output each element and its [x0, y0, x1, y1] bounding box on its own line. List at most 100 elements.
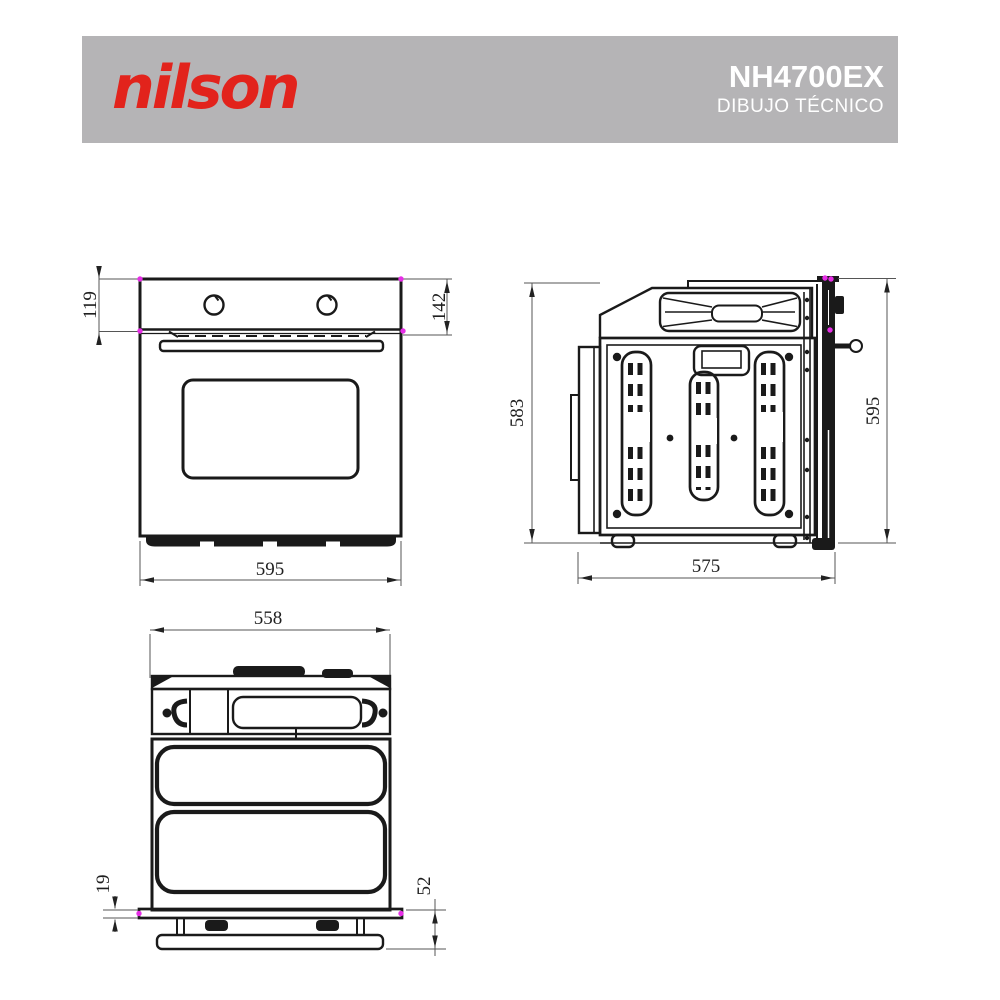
rivet-icon [804, 467, 810, 473]
dim-label: 583 [507, 399, 528, 428]
side-foot [772, 533, 798, 549]
snap-marker [398, 276, 404, 282]
side-knob [835, 296, 844, 314]
title-bar: nilson NH4700EX DIBUJO TÉCNICO [82, 36, 898, 143]
rear-bar [150, 674, 392, 691]
screw-icon [612, 352, 622, 362]
rivet-icon [804, 535, 810, 541]
top-view: 558 19 [93, 608, 446, 956]
rail-gap [757, 412, 783, 442]
knob-pointer-icon [327, 295, 333, 302]
embossed-panel-lower [154, 809, 388, 895]
rivet-icon [804, 514, 810, 520]
feet-notch [263, 541, 277, 548]
top-body-outline [150, 737, 392, 912]
dimension-front-width: 595 [139, 541, 402, 586]
dimension-handle-protrusion: 52 [386, 877, 446, 956]
corner-wedge [152, 677, 172, 688]
dim-label: 595 [863, 397, 884, 426]
front-frame-plate [137, 907, 404, 920]
model-number: NH4700EX [728, 58, 884, 94]
top-recess [692, 344, 751, 377]
knob-pointer-icon [214, 295, 220, 302]
rivet-icon [804, 437, 810, 443]
top-vent-slot [231, 695, 363, 730]
front-frame-cap [817, 276, 839, 282]
door-handle-top [155, 933, 385, 951]
screw-icon [784, 509, 794, 519]
rivet-icon [804, 349, 810, 355]
fan-vane [662, 319, 713, 328]
dimension-top-width: 558 [149, 608, 391, 678]
back-bump [570, 394, 580, 481]
dim-label: 52 [414, 877, 435, 896]
rivet-icon [804, 367, 810, 373]
rivet-icon [730, 434, 738, 442]
feet-notch [200, 541, 214, 548]
dim-label: 119 [80, 291, 101, 319]
door-window [181, 378, 360, 480]
dimension-front-height: 595 [838, 278, 896, 544]
front-frame [822, 279, 835, 547]
vent-rail-middle [688, 370, 720, 502]
front-frame-foot [812, 538, 835, 550]
screw-icon [784, 352, 794, 362]
snap-marker [400, 328, 406, 334]
dim-label: 142 [429, 293, 450, 322]
hinge-post [176, 917, 185, 936]
vent-cap-left [168, 330, 179, 338]
top-band [150, 687, 392, 736]
clamp-left [171, 698, 188, 728]
side-body-outline [598, 336, 817, 537]
corner-wedge [370, 677, 390, 688]
snap-marker [137, 276, 143, 282]
hinge-post [356, 917, 365, 936]
title-block: NH4700EX DIBUJO TÉCNICO [716, 58, 884, 119]
snap-marker [827, 327, 833, 333]
dim-label: 19 [93, 875, 114, 894]
fan-vane [662, 297, 713, 308]
screw-icon [612, 509, 622, 519]
fan-hub [711, 304, 763, 323]
snap-marker [137, 328, 143, 334]
dimension-depth: 575 [577, 552, 836, 584]
vent-rail-right [753, 350, 786, 517]
top-recess-inner [701, 350, 742, 369]
side-foot [610, 533, 636, 549]
dim-label: 558 [254, 608, 283, 629]
clamp-right [361, 698, 378, 728]
brand-logo: nilson [112, 52, 300, 123]
oven-knob-left [203, 294, 225, 316]
rivet-icon [804, 297, 810, 303]
rail-gap [624, 412, 650, 442]
drawing-subtitle: DIBUJO TÉCNICO [716, 96, 884, 118]
dimension-control-panel-height: 119 [80, 266, 138, 345]
fan-housing [658, 291, 802, 333]
fan-vane [761, 319, 798, 328]
dim-label: 595 [256, 559, 285, 580]
handle-end [849, 339, 863, 353]
front-view: 119 142 595 [80, 266, 452, 586]
handle-mount [205, 920, 228, 931]
fan-vane [761, 297, 798, 308]
dimension-front-top-height: 142 [403, 278, 452, 336]
rivet-icon [804, 315, 810, 321]
top-cover [598, 286, 814, 338]
oven-knob-right [316, 294, 338, 316]
back-panel [577, 345, 602, 535]
rivet-icon [666, 434, 674, 442]
rear-bump [233, 666, 305, 677]
rail-gap [692, 418, 717, 444]
feet-notch [326, 541, 340, 548]
clamp-right-dot [378, 708, 388, 718]
snap-marker [822, 275, 828, 281]
clamp-left-dot [162, 708, 172, 718]
oven-front-outline [138, 277, 403, 538]
dim-label: 575 [692, 556, 721, 577]
vent-rail-left [620, 350, 653, 517]
snap-marker [136, 910, 142, 917]
dimension-frame-thickness: 19 [93, 875, 138, 932]
vent-cap-right [365, 330, 376, 338]
snap-marker [828, 276, 834, 282]
